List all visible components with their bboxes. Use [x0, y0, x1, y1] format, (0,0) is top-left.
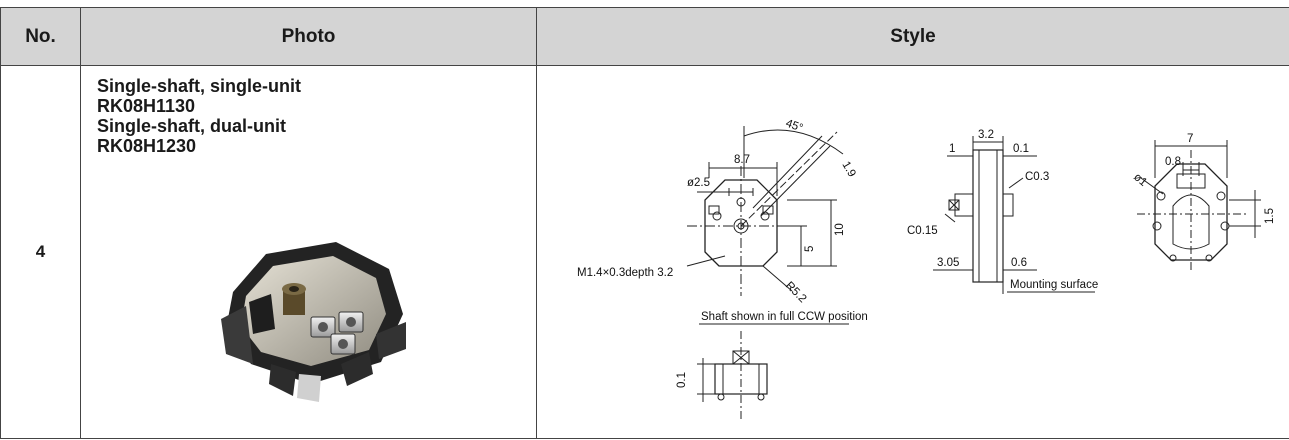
table-row: 4 Single-shaft, single-unit RK08H1130 Si… [0, 65, 1289, 439]
dim-rear-pin-diameter: ø1 [1131, 171, 1149, 189]
model-description: Single-shaft, single-unit RK08H1130 Sing… [97, 76, 301, 156]
dim-rear-pitch: 0.8 [1165, 156, 1181, 168]
row-number: 4 [0, 65, 81, 439]
dim-side-left: 1 [949, 143, 955, 155]
dim-front-center: 5 [804, 246, 816, 252]
style-cell: 45° 8.7 ø2.5 1.9 10 5 M1.4×0.3depth 3.2 … [536, 65, 1289, 439]
dim-side-chamfer-bottom: C0.15 [907, 225, 938, 237]
front-note: Shaft shown in full CCW position [701, 311, 868, 323]
potentiometer-photo [221, 242, 406, 402]
header-style: Style [536, 7, 1289, 66]
spec-table: No. Photo Style 4 Single-shaft, single-u… [0, 7, 1289, 439]
dim-front-width: 8.7 [734, 154, 750, 166]
model-line-2: RK08H1130 [97, 96, 196, 116]
section-caption-clipped [0, 0, 1289, 6]
dim-side-offset: 0.6 [1011, 257, 1027, 269]
side-mounting-surface: Mounting surface [1010, 279, 1098, 291]
model-line-1: Single-shaft, single-unit [97, 76, 302, 96]
dim-front-thread: M1.4×0.3depth 3.2 [577, 267, 673, 279]
dimension-drawing: 45° 8.7 ø2.5 1.9 10 5 M1.4×0.3depth 3.2 … [577, 118, 1276, 421]
dimension-labels: 45° 8.7 ø2.5 1.9 10 5 M1.4×0.3depth 3.2 … [577, 118, 1276, 388]
model-line-4: RK08H1230 [97, 136, 197, 156]
dim-bottom-gap: 0.1 [676, 372, 688, 388]
dim-side-right: 0.1 [1013, 143, 1029, 155]
dim-side-width: 3.2 [978, 129, 994, 141]
dim-rear-pin-offset: 1.5 [1264, 208, 1276, 224]
dim-side-base: 3.05 [937, 257, 959, 269]
dim-rear-width: 7 [1187, 133, 1193, 145]
header-no: No. [0, 7, 81, 66]
dim-front-shaft-diameter: ø2.5 [687, 177, 710, 189]
dim-front-height: 10 [834, 223, 846, 236]
dim-front-flat: 1.9 [839, 160, 857, 180]
dim-front-angle: 45° [784, 118, 804, 135]
dim-side-chamfer-top: C0.3 [1025, 171, 1049, 183]
header-photo: Photo [80, 7, 537, 66]
dim-front-radius: R5.2 [783, 280, 809, 306]
model-line-3: Single-shaft, dual-unit [97, 116, 286, 136]
photo-cell: Single-shaft, single-unit RK08H1130 Sing… [80, 65, 537, 439]
